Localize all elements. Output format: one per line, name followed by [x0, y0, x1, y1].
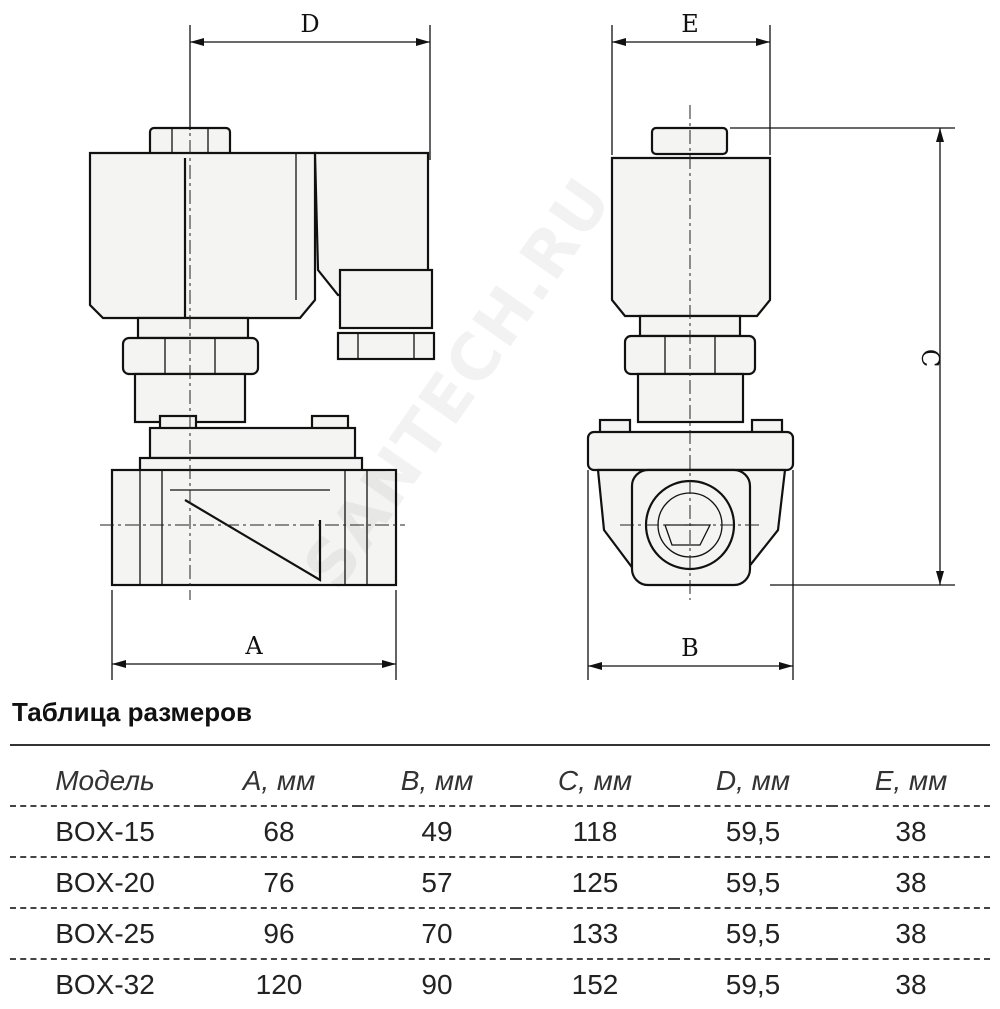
cell-c: 118 — [572, 815, 618, 847]
dimension-c-label: C — [916, 349, 944, 367]
header-d: D, мм — [715, 764, 791, 796]
cell-c: 133 — [571, 917, 619, 949]
cell-e: 38 — [895, 866, 927, 898]
header-c: C, мм — [557, 764, 633, 796]
dimension-b-label: B — [681, 634, 699, 662]
cell-a: 96 — [263, 917, 295, 949]
size-table: Модель A, мм B, мм C, мм D, мм E, мм BOX… — [10, 756, 990, 1009]
cell-a: 120 — [255, 968, 303, 1000]
header-e: E, мм — [874, 764, 948, 796]
cell-model: BOX-25 — [55, 917, 155, 949]
cell-d: 59,5 — [725, 866, 781, 898]
side-view: E B C — [586, 10, 955, 680]
table-header-row: Модель A, мм B, мм C, мм D, мм E, мм — [10, 756, 990, 806]
table-row: BOX-32 120 90 152 59,5 38 — [10, 959, 990, 1009]
table-row: BOX-25 96 70 133 59,5 38 — [10, 908, 990, 959]
table-row: BOX-20 76 57 125 59,5 38 — [10, 857, 990, 908]
cell-e: 38 — [895, 968, 927, 1000]
cell-d: 59,5 — [725, 917, 781, 949]
cell-model: BOX-15 — [55, 815, 155, 847]
title-divider — [10, 744, 990, 746]
cell-a: 68 — [263, 815, 295, 847]
cell-e: 38 — [895, 917, 927, 949]
cell-c: 125 — [571, 866, 619, 898]
cell-b: 57 — [421, 866, 453, 898]
cell-b: 70 — [421, 917, 453, 949]
dimension-a-label: A — [244, 632, 263, 660]
dimension-d-label: D — [300, 10, 319, 38]
dimension-e-label: E — [681, 10, 699, 38]
cell-model: BOX-32 — [55, 968, 155, 1000]
table-row: BOX-15 68 49 118 59,5 38 — [10, 806, 990, 857]
front-view: D A — [88, 10, 436, 680]
cell-a: 76 — [263, 866, 295, 898]
cell-d: 59,5 — [725, 968, 781, 1000]
cell-b: 90 — [421, 968, 453, 1000]
table-title: Таблица размеров — [12, 697, 252, 727]
cell-d: 59,5 — [725, 815, 781, 847]
cell-c: 152 — [571, 968, 619, 1000]
header-a: A, мм — [242, 764, 316, 796]
cell-model: BOX-20 — [55, 866, 155, 898]
cell-b: 49 — [421, 815, 453, 847]
header-b: B, мм — [400, 764, 474, 796]
header-model: Модель — [55, 764, 155, 796]
valve-dimension-drawing: D A E — [88, 10, 955, 680]
cell-e: 38 — [895, 815, 927, 847]
